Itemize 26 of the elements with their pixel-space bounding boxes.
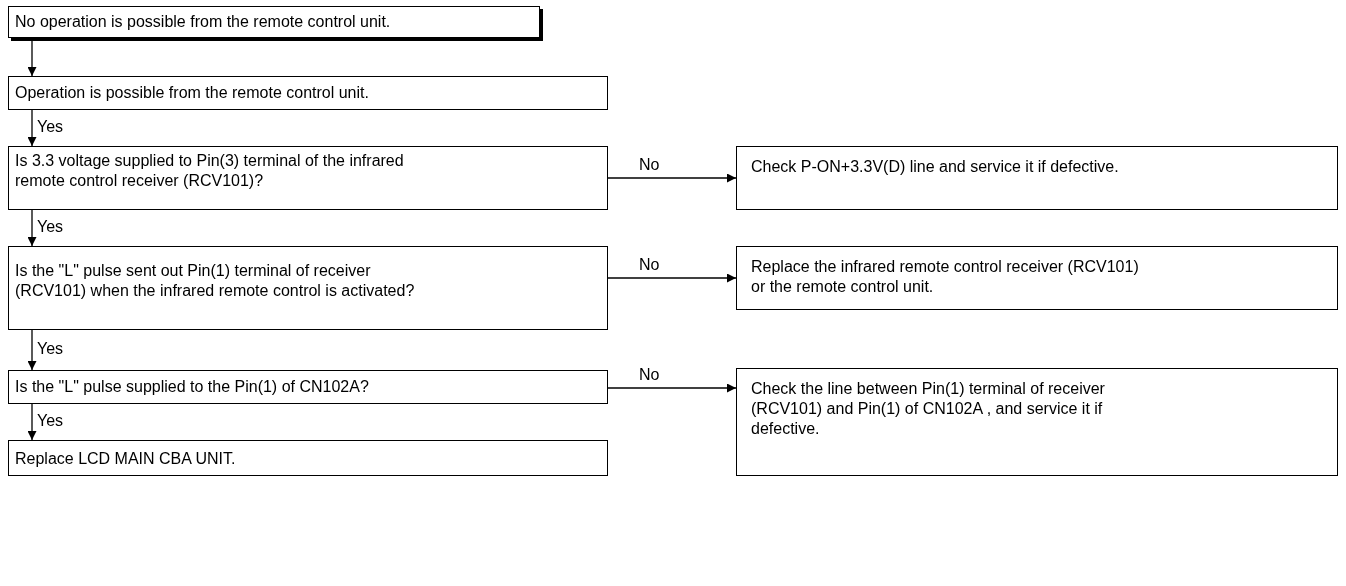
arrow <box>607 383 737 393</box>
box-text: Operation is possible from the remote control unit. <box>15 83 369 103</box>
process-box <box>8 440 608 476</box>
decision-box <box>8 146 608 210</box>
box-text: Is 3.3 voltage supplied to Pin(3) terminal of the infrared remote control receiver (RCV101)? <box>15 151 405 191</box>
box-text: Is the "L" pulse sent out Pin(1) terminal of receiver (RCV101) when the infrared remote control is activated? <box>15 261 416 301</box>
box-text: No operation is possible from the remote control unit. <box>15 12 391 32</box>
arrow <box>607 173 737 183</box>
arrow <box>27 403 37 441</box>
arrow <box>27 329 37 371</box>
action-box <box>736 246 1338 310</box>
arrow <box>607 273 737 283</box>
box-text: Replace the infrared remote control receiver (RCV101) or the remote control unit. <box>751 257 1140 297</box>
arrow <box>27 40 37 77</box>
box-text: Check the line between Pin(1) terminal of receiver (RCV101) and Pin(1) of CN102A , and service it if defective. <box>751 379 1106 439</box>
decision-box <box>8 76 608 110</box>
start-box <box>8 6 540 38</box>
box-text: Is the "L" pulse supplied to the Pin(1) of CN102A? <box>15 377 369 397</box>
box-text: Replace LCD MAIN CBA UNIT. <box>15 449 236 469</box>
decision-box <box>8 246 608 330</box>
decision-box <box>8 370 608 404</box>
box-text: Check P-ON+3.3V(D) line and service it if defective. <box>751 157 1119 177</box>
action-box <box>736 368 1338 476</box>
arrow <box>27 209 37 247</box>
arrow <box>27 109 37 147</box>
action-box <box>736 146 1338 210</box>
